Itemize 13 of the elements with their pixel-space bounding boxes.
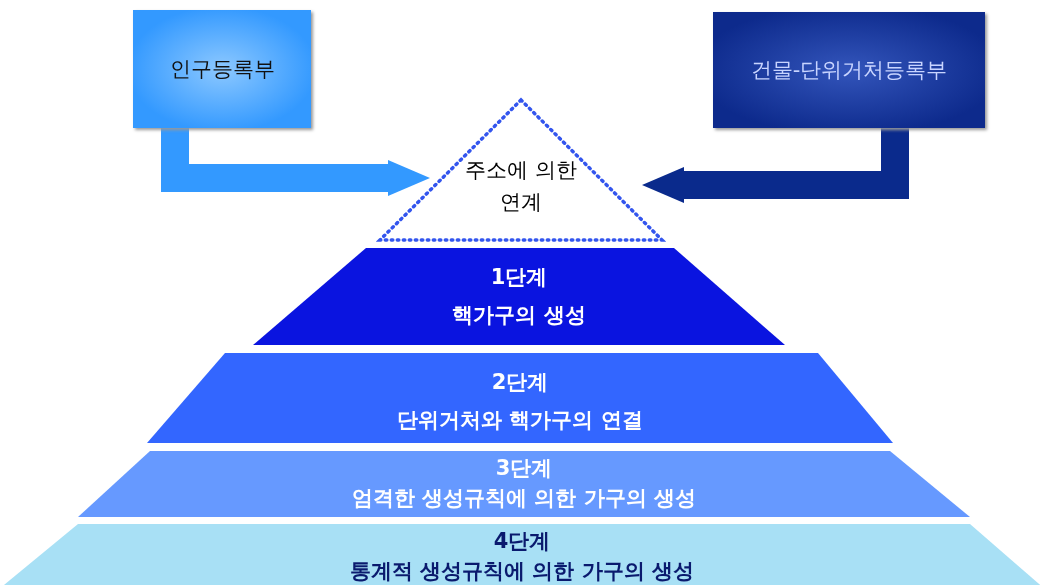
register-box: 건물-단위거처등록부: [713, 12, 985, 128]
register-box: 인구등록부: [133, 10, 311, 128]
step-description: 엄격한 생성규칙에 의한 가구의 생성: [351, 486, 697, 510]
step-title: 2단계: [491, 370, 549, 394]
step-title: 1단계: [490, 265, 548, 289]
step-title: 3단계: [495, 456, 553, 480]
arrow: [642, 128, 909, 203]
arrow: [161, 128, 430, 196]
step-description: 통계적 생성규칙에 의한 가구의 생성: [349, 559, 695, 583]
step-description: 단위거처와 핵가구의 연결: [397, 408, 643, 432]
step-title: 4단계: [493, 529, 551, 553]
triangle-label: 주소에 의한 연계: [464, 157, 578, 216]
step-description: 핵가구의 생성: [452, 303, 586, 327]
